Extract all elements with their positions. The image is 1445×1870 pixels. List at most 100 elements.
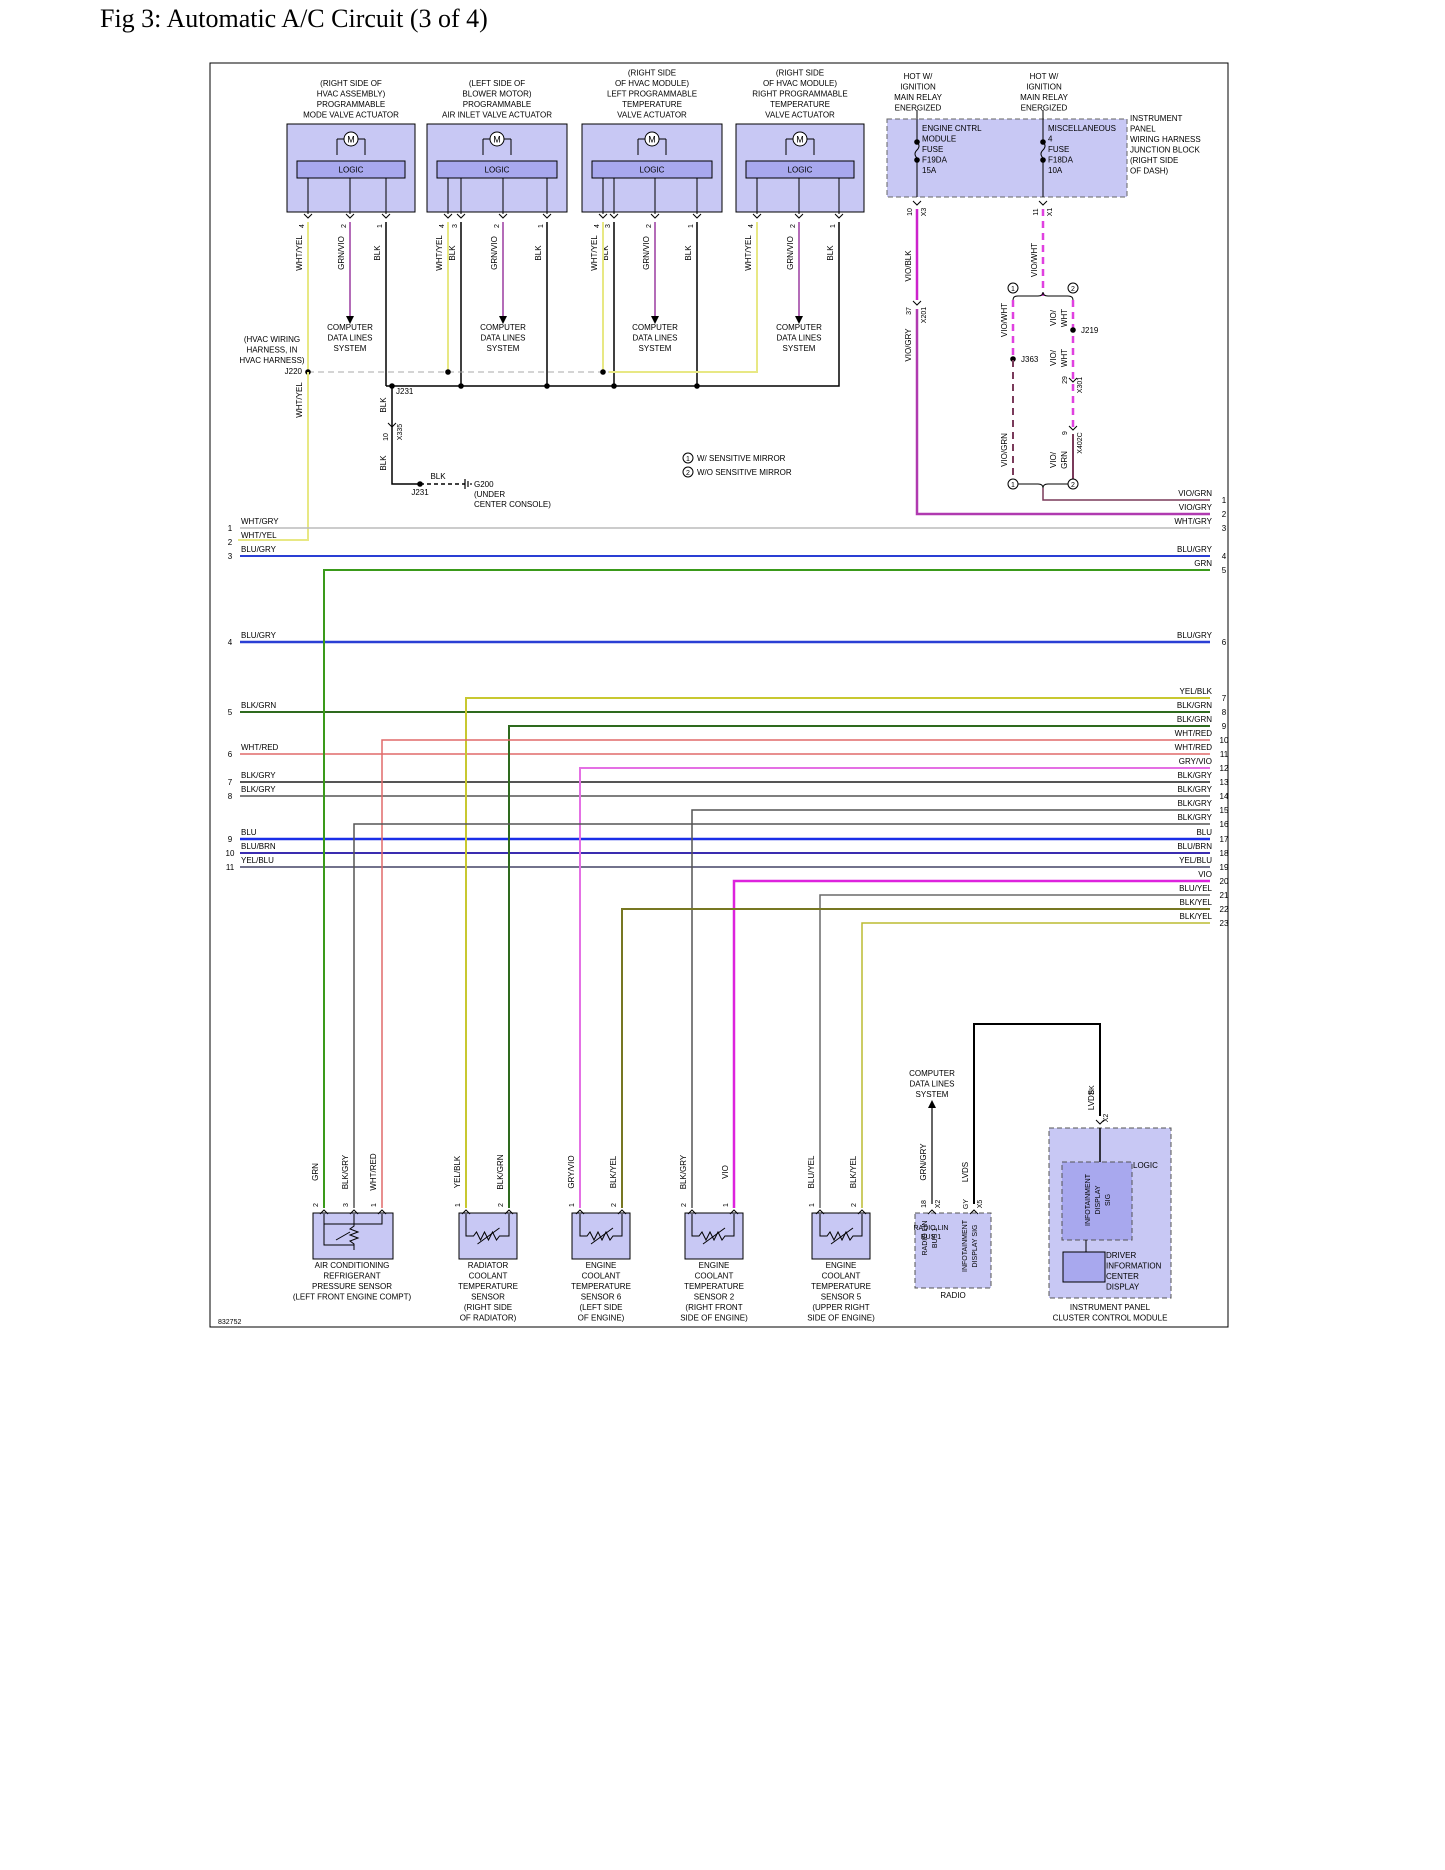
sensor-name: TEMPERATURE (811, 1282, 871, 1291)
connector-chevron (575, 1209, 585, 1215)
thermistor-arrow-icon (830, 1227, 854, 1245)
computer-data-lines-label: SYSTEM (334, 344, 367, 353)
splice-dot (445, 369, 451, 375)
right-line-label: WHT/RED (1175, 743, 1213, 752)
ipc-logic-block (1061, 1161, 1133, 1241)
radio-sig: BUS 1 (921, 1234, 941, 1241)
wire-wht-yel (238, 372, 309, 541)
computer-data-lines-label: SYSTEM (783, 344, 816, 353)
option-mark (1067, 478, 1079, 490)
actuator-name: PROGRAMMABLE (463, 100, 531, 109)
connector-chevron (617, 1209, 627, 1215)
wire-label: GRN/GRY (919, 1143, 928, 1181)
wire-blk-grn (508, 725, 1210, 1208)
sensor-name: ENGINE (699, 1261, 730, 1270)
right-line-label: BLU (1196, 828, 1212, 837)
right-line-number: 21 (1220, 891, 1229, 900)
wire-label: BLK (684, 245, 693, 261)
power-source-label: ENERGIZED (1021, 104, 1068, 113)
sensor-name: REFRIGERANT (323, 1272, 380, 1281)
left-line-number: 11 (226, 863, 235, 872)
sensor-name: (LEFT FRONT ENGINE COMPT) (293, 1293, 412, 1302)
actuator-name: LEFT PROGRAMMABLE (607, 90, 697, 99)
right-line-number: 15 (1220, 806, 1229, 815)
arrow-icon (928, 1100, 936, 1108)
pin-number: 1 (377, 224, 384, 228)
actuator-name: (LEFT SIDE OF (469, 79, 525, 88)
actuator-name: MODE VALVE ACTUATOR (303, 111, 399, 120)
ip-block-label: JUNCTION BLOCK (1130, 146, 1200, 155)
option-brace (1012, 291, 1074, 301)
option-mark (1007, 478, 1019, 490)
wire-label: BLK/GRY (341, 1154, 350, 1189)
wire-label: BLK (430, 472, 446, 481)
ip-block-label: PANEL (1130, 125, 1156, 134)
wire-label: VIO/WHT (1030, 243, 1039, 277)
wire-label: VIO/GRN (1000, 433, 1009, 467)
right-line-number: 3 (1222, 524, 1227, 533)
motor-leads (336, 138, 366, 155)
sensor-name: (RIGHT SIDE (464, 1303, 512, 1312)
wire-label: BLK/YEL (609, 1155, 618, 1188)
sensor-name: COOLANT (582, 1272, 621, 1281)
wire-label: VIO/GRY (904, 328, 913, 362)
fuse-label: 15A (922, 166, 937, 175)
connector-label: X3 (921, 208, 928, 217)
radio-sig: RADIO LIN (922, 1220, 929, 1255)
pin-number: 4 (748, 224, 755, 228)
fuse-terminal (1040, 139, 1046, 145)
splice-dot (600, 369, 606, 375)
logic-block (591, 160, 713, 179)
radio-sig: DISPLAY SIG (972, 1225, 979, 1268)
wire-label: VIO/ (1049, 349, 1058, 366)
wire-label: GRN/VIO (642, 236, 651, 270)
radio-name: RADIO (940, 1291, 965, 1300)
sensor-name: TEMPERATURE (684, 1282, 744, 1291)
logic-block (745, 160, 855, 179)
thermistor-arrow-icon (590, 1227, 614, 1245)
option-mark: 2 (1071, 482, 1075, 489)
left-line-number: 2 (228, 538, 233, 547)
wire-label: WHT/YEL (744, 235, 753, 271)
sensor-arrow-icon (335, 1231, 351, 1241)
ip-block-label: WIRING HARNESS (1130, 135, 1201, 144)
connector-label: X402C (1077, 432, 1084, 453)
pin-number: 2 (498, 1203, 505, 1207)
computer-data-lines-label: DATA LINES (776, 334, 821, 343)
connector-chevron (752, 213, 762, 219)
pin-number: 1 (371, 1203, 378, 1207)
sensor-name: (RIGHT FRONT (685, 1303, 742, 1312)
pin-number: 2 (494, 224, 501, 228)
splice-j363 (1010, 356, 1016, 362)
sensor-name: SIDE OF ENGINE) (807, 1314, 875, 1323)
connector-chevron (1095, 1119, 1105, 1125)
logic-block (296, 160, 406, 179)
right-line-number: 10 (1220, 736, 1229, 745)
left-line-number: 1 (228, 524, 233, 533)
right-line-number: 4 (1222, 552, 1227, 561)
connector-chevron (303, 213, 313, 219)
left-line-label: WHT/YEL (241, 531, 277, 540)
connector-chevron (1038, 200, 1048, 206)
wire-label: YEL/BLK (453, 1155, 462, 1188)
pin-number: 18 (921, 1200, 928, 1208)
pin-number: 2 (790, 224, 797, 228)
right-line-number: 18 (1220, 849, 1229, 858)
pin-number: 1 (569, 1203, 576, 1207)
sensor-name: (UPPER RIGHT (812, 1303, 869, 1312)
logic-label: LOGIC (339, 166, 364, 175)
connector-chevron (381, 213, 391, 219)
wire-label: BLK/GRY (679, 1154, 688, 1189)
power-source-label: MAIN RELAY (894, 93, 943, 102)
logic-label: LOGIC (788, 166, 813, 175)
wire-label: VIO/ (1049, 309, 1058, 326)
ipc-sig: DISPLAY (1095, 1185, 1102, 1214)
wire-blk (703, 222, 840, 387)
wire-label: BLK/YEL (849, 1155, 858, 1188)
left-line-label: BLU/BRN (241, 842, 276, 851)
fuse-label: MODULE (922, 135, 956, 144)
pin-number: 10 (907, 208, 914, 216)
motor-leads (482, 138, 512, 155)
computer-data-lines-label: SYSTEM (916, 1090, 949, 1099)
right-line-label: BLU/YEL (1179, 884, 1212, 893)
